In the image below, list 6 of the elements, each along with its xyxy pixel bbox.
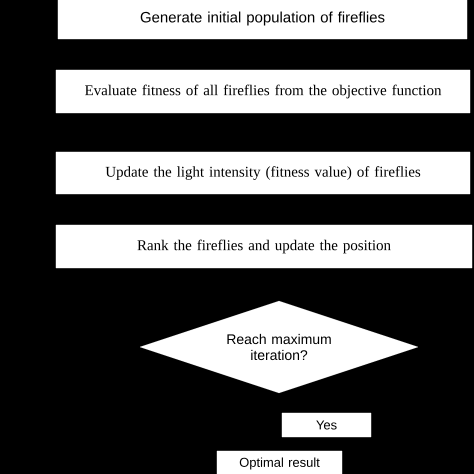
process-box: Update the light intensity (fitness value) of fireflies: [56, 152, 470, 194]
process-box: Yes: [282, 412, 372, 438]
process-box: Rank the fireflies and update the position: [56, 224, 472, 268]
process-box: Optimal result: [216, 450, 342, 474]
process-box: Generate initial population of fireflies: [58, 0, 468, 40]
process-box: Evaluate fitness of all fireflies from the objective function: [56, 70, 470, 114]
